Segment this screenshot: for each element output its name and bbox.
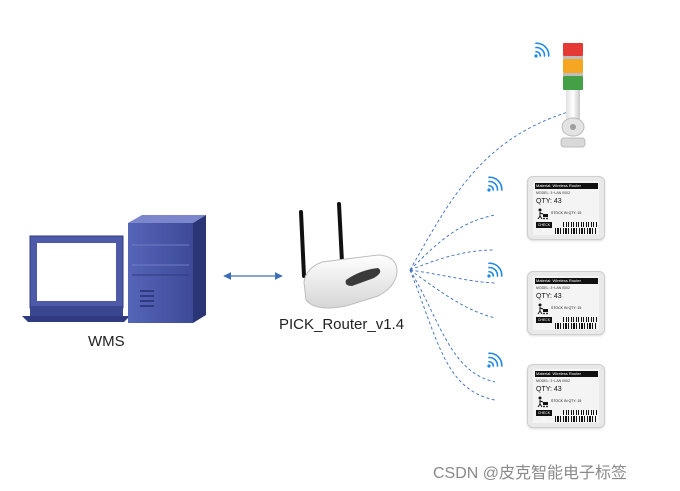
worker-cart-icon — [537, 303, 548, 315]
esl-stock: STOCK IN QTY: 15 — [551, 211, 582, 215]
esl-qty: QTY: 43 — [536, 386, 562, 393]
wifi-signal-icon — [487, 176, 503, 192]
esl-stock: STOCK IN QTY: 15 — [551, 306, 582, 310]
esl-barcode — [563, 410, 597, 415]
wms-label: WMS — [88, 333, 125, 350]
esl-barcode — [555, 416, 597, 422]
wireless-links — [409, 111, 569, 401]
wifi-signal-icon — [487, 352, 503, 368]
wifi-signal-icon — [487, 262, 503, 278]
wireless-router-icon — [299, 202, 398, 309]
server-tower-icon — [128, 215, 206, 323]
esl-tag: Material: Wireless Router MODEL: 3~LAN 0… — [527, 176, 605, 240]
esl-barcode — [563, 222, 597, 227]
esl-header: Material: Wireless Router — [535, 371, 598, 377]
esl-header: Material: Wireless Router — [535, 183, 598, 189]
esl-stock: STOCK IN QTY: 15 — [551, 399, 582, 403]
esl-check: CHECK IN — [536, 410, 552, 421]
router-label: PICK_Router_v1.4 — [279, 316, 405, 333]
esl-check: CHECK IN — [536, 317, 552, 328]
esl-tag: Material: Wireless Router MODEL: 3~LAN 0… — [527, 271, 605, 335]
esl-tag: Material: Wireless Router MODEL: 3~LAN 0… — [527, 364, 605, 428]
esl-header: Material: Wireless Router — [535, 278, 598, 284]
esl-qty: QTY: 43 — [536, 293, 562, 300]
esl-model: MODEL: 3~LAN 0002 — [536, 286, 570, 290]
esl-screen: Material: Wireless Router MODEL: 3~LAN 0… — [533, 181, 599, 235]
worker-cart-icon — [537, 208, 548, 220]
esl-screen: Material: Wireless Router MODEL: 3~LAN 0… — [533, 369, 599, 423]
worker-cart-icon — [537, 396, 548, 408]
esl-qty: QTY: 43 — [536, 198, 562, 205]
esl-barcode — [555, 228, 597, 234]
esl-barcode — [555, 323, 597, 329]
tower-light-icon — [560, 43, 586, 148]
wms-computer — [22, 215, 206, 323]
esl-screen: Material: Wireless Router MODEL: 3~LAN 0… — [533, 276, 599, 330]
esl-model: MODEL: 3~LAN 0002 — [536, 191, 570, 195]
esl-check: CHECK IN — [536, 222, 552, 233]
esl-model: MODEL: 3~LAN 0002 — [536, 379, 570, 383]
computer-monitor-icon — [22, 235, 130, 322]
wifi-signal-icon — [534, 42, 550, 58]
esl-barcode — [563, 317, 597, 322]
watermark-text: CSDN @皮克智能电子标签 — [433, 465, 628, 482]
